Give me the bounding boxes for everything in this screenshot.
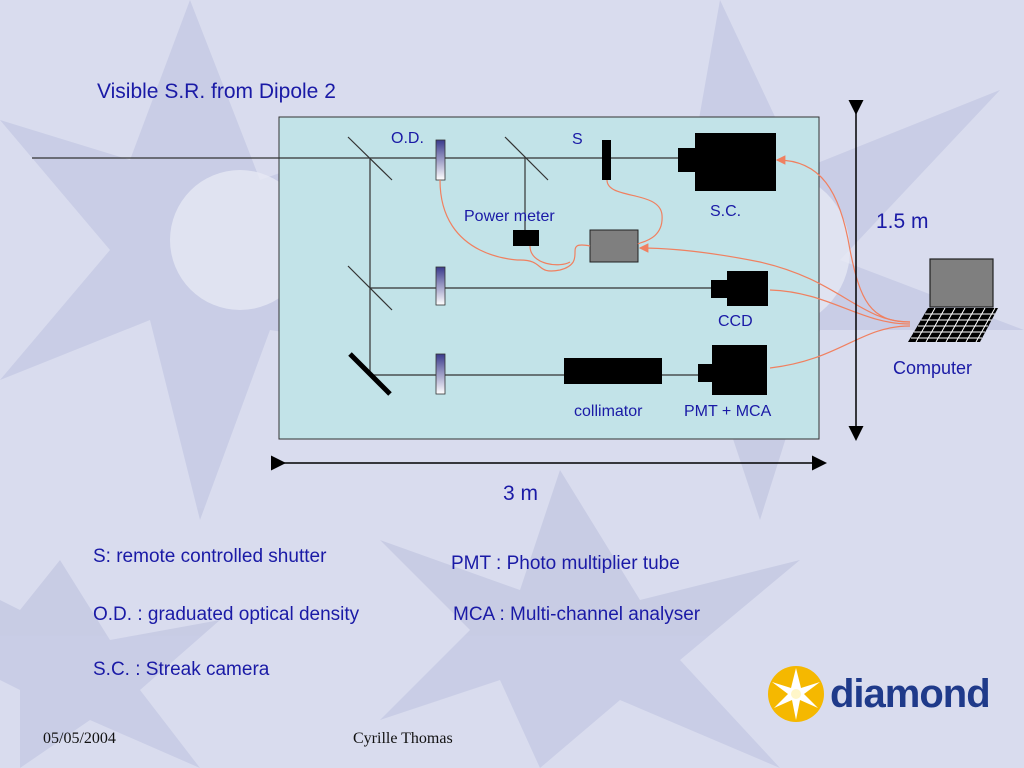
od-filter-bottom (435, 353, 446, 395)
legend-od: O.D. : graduated optical density (93, 604, 360, 625)
cable-computer-controller (638, 243, 911, 323)
label-collimator: collimator (574, 403, 643, 420)
cable-computer-ccd (769, 289, 911, 325)
label-ccd: CCD (718, 313, 753, 330)
cable-shutter (606, 179, 663, 245)
cable-power-meter (529, 245, 571, 266)
beam-splitter-1 (347, 136, 393, 181)
collimator (564, 358, 662, 384)
label-streak-camera: S.C. (710, 203, 742, 220)
legend-pmt: PMT : Photo multiplier tube (451, 553, 680, 574)
mirror (348, 352, 392, 396)
footer-date: 05/05/2004 (43, 730, 116, 747)
label-computer: Computer (893, 358, 973, 378)
diamond-logo-text: diamond (830, 672, 991, 716)
computer-icon (908, 258, 998, 343)
od-filter-top (435, 139, 446, 181)
od-filter-middle (435, 266, 446, 306)
label-power-meter: Power meter (464, 208, 555, 225)
background-star (380, 470, 800, 768)
label-od: O.D. (391, 130, 424, 147)
streak-camera-lens (678, 148, 698, 172)
page-title: Visible S.R. from Dipole 2 (97, 80, 336, 103)
width-dimension-label: 3 m (503, 482, 539, 505)
legend-mca: MCA : Multi-channel analyser (453, 604, 701, 625)
label-pmt-mca: PMT + MCA (684, 403, 772, 420)
legend-shutter: S: remote controlled shutter (93, 546, 327, 567)
diamond-logo-icon (768, 666, 824, 722)
controller-box (589, 229, 639, 263)
label-shutter: S (572, 131, 583, 148)
height-dimension-label: 1.5 m (876, 210, 929, 233)
ccd-camera (727, 271, 768, 306)
cable-computer-pmt (769, 325, 911, 369)
ccd-lens (711, 280, 731, 298)
background-star (0, 560, 220, 768)
power-meter (513, 230, 539, 246)
cable-od-controller (439, 179, 591, 272)
footer-author: Cyrille Thomas (353, 730, 453, 747)
pmt-mca (712, 345, 767, 395)
legend-sc: S.C. : Streak camera (93, 659, 270, 680)
background-glow (170, 170, 310, 310)
beam-splitter-3 (347, 265, 393, 311)
streak-camera (695, 133, 776, 191)
beam-splitter-2 (504, 136, 549, 181)
shutter (602, 140, 611, 180)
pmt-window (698, 364, 714, 382)
